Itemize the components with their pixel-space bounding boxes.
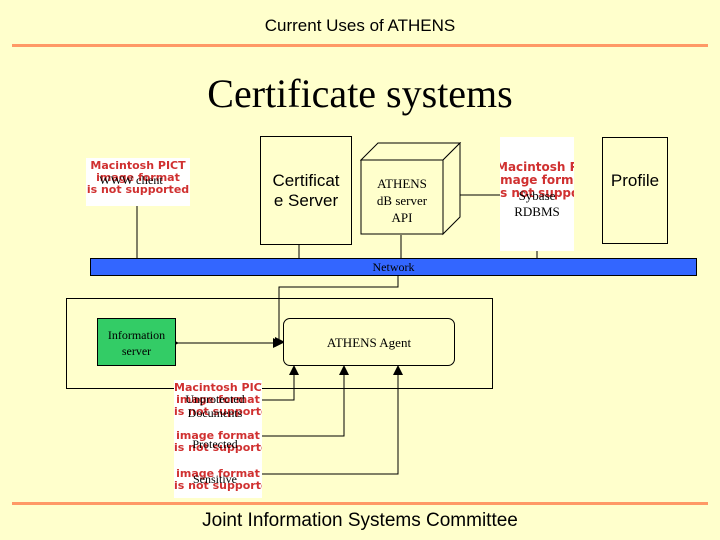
documents-image: Macintosh PICT image format is not suppo…	[174, 380, 262, 498]
network-label: Network	[372, 260, 415, 274]
unprotected-agent-arrow	[250, 365, 299, 401]
page-title: Certificate systems	[207, 71, 513, 116]
footer-divider	[12, 502, 708, 505]
athens-agent-box: ATHENS Agent	[283, 318, 455, 366]
certificate-server-box: Certificat e Server	[260, 136, 352, 245]
slide-header: Current Uses of ATHENS	[264, 16, 456, 35]
unsupported-image-text: Macintosh PICT image format is not suppo…	[500, 160, 574, 201]
unsupported-image-text: Macintosh PICT image format is not suppo…	[86, 159, 190, 197]
profile-label: Profile	[610, 171, 660, 190]
unsupported-image-text: image format is not supported	[174, 429, 262, 455]
athens-db-api-cube	[360, 142, 462, 236]
athens-agent-label: ATHENS Agent	[326, 335, 412, 350]
www-client-image: Macintosh PICT image format is not suppo…	[86, 158, 190, 206]
information-server-box: Information server	[97, 318, 176, 366]
certificate-server-label: Certificat e Server	[272, 171, 340, 210]
sensitive-agent-arrow	[250, 365, 403, 475]
network-bar: Network	[90, 258, 697, 276]
footer-text: Joint Information Systems Committee	[202, 510, 518, 531]
www-client-label: WWW client	[99, 173, 163, 187]
unprotected-documents-label: Unprotected Documents	[185, 392, 245, 421]
sybase-label: Sybase RDBMS	[514, 188, 560, 219]
sybase-image: Macintosh PICT image format is not suppo…	[500, 137, 574, 251]
unsupported-image-text: Macintosh PICT image format is not suppo…	[174, 381, 262, 419]
sensitive-label: Sensitive	[193, 472, 237, 486]
header-divider	[12, 44, 708, 47]
athens-db-api-label: ATHENS dB server API	[376, 176, 428, 225]
profile-box: Profile	[602, 137, 668, 244]
unsupported-image-text: image format is not supported	[174, 467, 262, 493]
server-enclosure	[66, 298, 493, 389]
protected-label: Protected	[192, 437, 238, 451]
information-server-label: Information server	[107, 328, 166, 359]
protected-agent-arrow	[250, 365, 349, 437]
